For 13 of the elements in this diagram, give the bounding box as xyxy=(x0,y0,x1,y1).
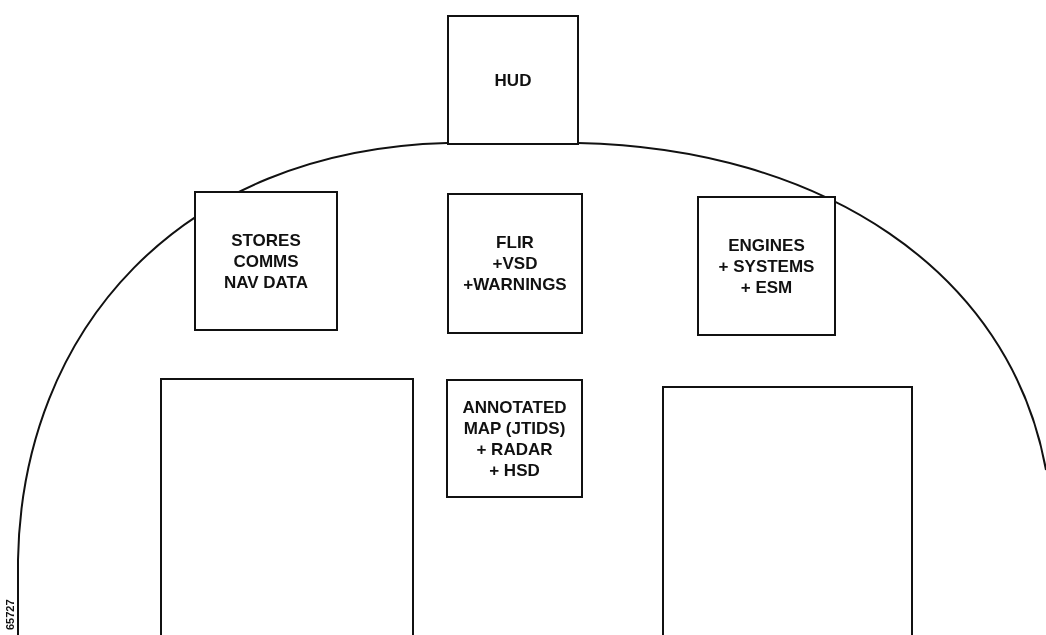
panel-label: ENGINES + SYSTEMS + ESM xyxy=(718,234,815,298)
display-panel xyxy=(447,15,579,145)
display-panel xyxy=(446,379,583,498)
display-panel xyxy=(447,193,583,334)
display-panel xyxy=(697,196,836,336)
figure-number: 65727 xyxy=(4,599,16,630)
panel-label: STORES COMMS NAV DATA xyxy=(223,229,308,293)
empty-panel xyxy=(160,378,414,635)
empty-panel xyxy=(662,386,913,635)
panel-label: HUD xyxy=(494,69,532,91)
display-panel xyxy=(194,191,338,331)
panel-label: ANNOTATED MAP (JTIDS) + RADAR + HSD xyxy=(462,396,567,481)
panel-label: FLIR +VSD +WARNINGS xyxy=(463,232,567,295)
